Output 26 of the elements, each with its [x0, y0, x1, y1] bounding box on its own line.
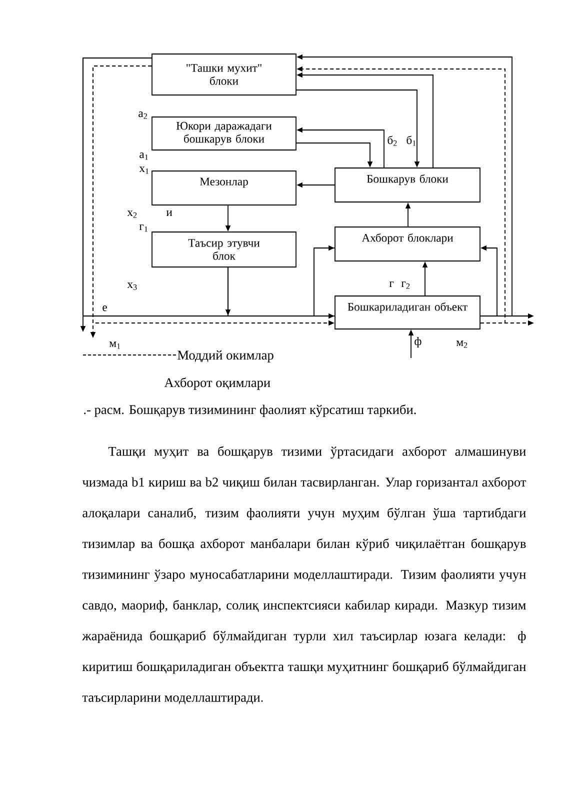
signal-label: м$_{2}$: [456, 340, 468, 348]
signal-label: х$_{1}$: [139, 166, 149, 174]
process-box: Ахборот блоклари: [334, 226, 480, 262]
signal-label: ф: [414, 336, 422, 348]
signal-label: б$_{1}$: [406, 136, 416, 146]
signal-label: и: [166, 210, 172, 216]
process-box: Бошкарув блоки: [334, 168, 480, 202]
signal-label: а$_{2}$: [138, 112, 147, 119]
signal-label: м$_{1}$: [109, 342, 120, 349]
legend-label: Моддий окимлар: [178, 350, 274, 362]
signal-label: е: [102, 306, 107, 312]
signal-label: г$_{1}$: [139, 224, 148, 232]
signal-label: б$_{2}$: [388, 136, 397, 146]
signal-label: а$_{1}$: [140, 152, 148, 160]
flow-label: Ахборот оқимлари: [164, 377, 270, 390]
process-box: Бошкариладиган объект: [334, 296, 480, 330]
signal-label: г: [389, 282, 394, 287]
process-box: Юкори даражадаги бошкарув блоки: [152, 116, 296, 150]
process-box: Таъсир этувчи блок: [152, 232, 296, 268]
signal-label: х$_{2}$: [127, 210, 137, 218]
process-box: Мезонлар: [152, 170, 296, 206]
signal-label: х$_{3}$: [127, 282, 137, 290]
figure-caption: .- расм. Бошқарув тизимининг фаолият кўрсатиш таркиби.: [84, 404, 416, 417]
signal-label: г$_{2}$: [401, 282, 410, 289]
process-box: "Ташки мухит" блоки: [152, 54, 296, 96]
body-paragraph: Ташқи муҳит ва бошқарув тизими ўртасидаги ахборот алмашинуви чизмада b1 кириш ва b2 чиқиш билан тасвирланган. Улар горизантал ахборот алоқалари саналиб, тизим фаолияти учун муҳим бўлган ўша тартибдаги тизимлар ва бошқа ахборот манбалари билан кўриб чиқилаётган бошқарув тизимининг ўзаро муносабатларини моделлаштиради. Тизим фаолияти учун савдо, маориф, банклар, солиқ инспектсияси кабилар киради. Мазкур тизим жараёнида бошқариб бўлмайдиган турли хил таъсирлар юзага келади: ф киритиш бошқариладиган объектга ташқи муҳитнинг бошқариб бўлмайдиган таъсирларини моделлаштиради.: [82, 446, 526, 705]
